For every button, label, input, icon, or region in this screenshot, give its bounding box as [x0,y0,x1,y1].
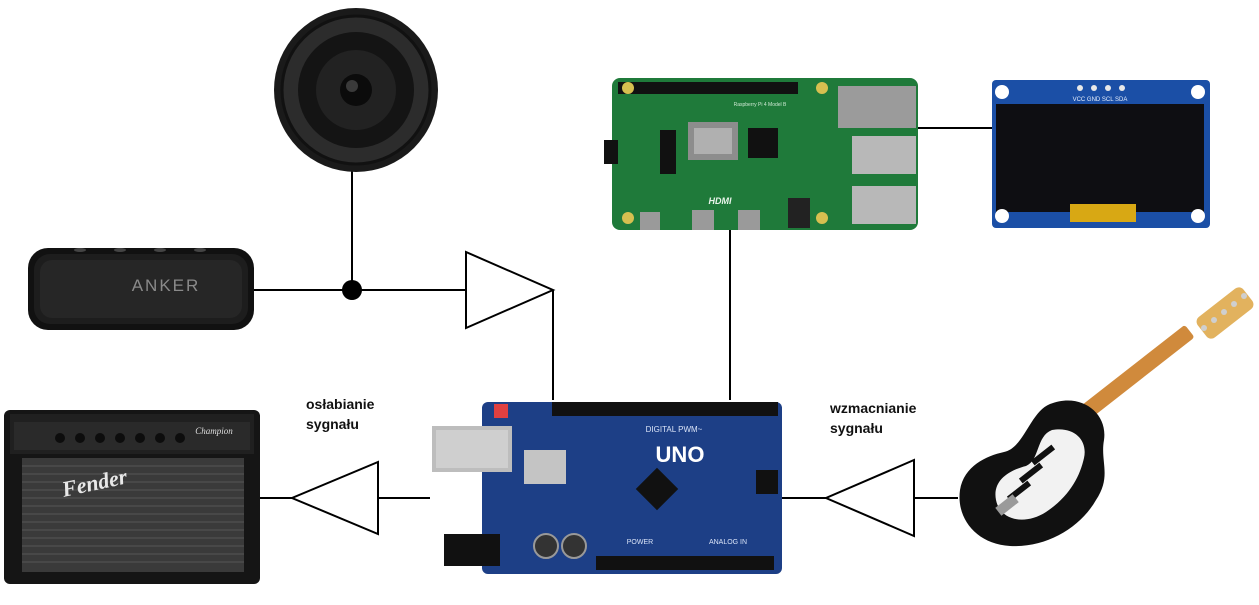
amplification-label: wzmacnianie sygnału [830,398,916,438]
wires [254,127,995,499]
raspberry-pi-board: Raspberry Pi 4 Model B HDMI [604,78,918,230]
amplifier-triangle-right [823,458,915,538]
arduino-model-text: UNO [656,442,705,467]
anker-brand-text: ANKER [132,276,201,295]
arduino-power-text: POWER [627,539,653,546]
pi-model-text: Raspberry Pi 4 Model B [734,102,787,108]
attenuator-triangle-left [289,460,379,536]
pi-hdmi-text: HDMI [709,196,732,206]
oled-pins-text: VCC GND SCL SDA [1073,97,1128,103]
amplification-label-line-1: wzmacnianie [830,400,917,416]
anker-speaker: ANKER [28,248,254,330]
arduino-analog-text: ANALOG IN [709,539,747,546]
oled-display-module: VCC GND SCL SDA [992,80,1210,228]
buffer-triangle-top [465,250,556,330]
attenuation-label: osłabianie sygnału [306,394,374,434]
amp-model-text: Champion [195,426,233,436]
guitar-pickguard [995,429,1085,520]
attenuation-label-line-2: sygnału [306,416,359,432]
electric-guitar [959,287,1254,547]
amplification-label-line-2: sygnału [830,420,883,436]
arduino-uno-board: DIGITAL PWM~ UNO POWER ANALOG IN [432,402,782,574]
attenuation-label-line-1: osłabianie [306,396,375,412]
fender-amplifier: Champion Fender [4,410,260,584]
junction-dot [342,280,362,300]
round-speaker [274,8,438,172]
arduino-header-text: DIGITAL PWM~ [646,425,703,434]
